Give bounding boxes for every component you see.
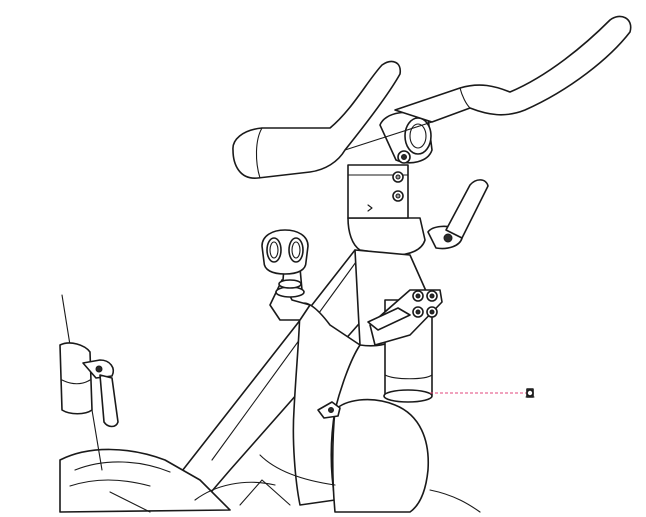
handlebar xyxy=(232,15,632,179)
handlebar-stem xyxy=(347,164,409,219)
bolt xyxy=(525,388,535,398)
seat-adjustment-lever xyxy=(82,359,119,428)
frame-rear-body xyxy=(259,302,430,513)
handlebar-clamp xyxy=(379,111,433,164)
tension-knob xyxy=(261,229,311,321)
cable-clip xyxy=(317,401,341,419)
frame-bottom-lines xyxy=(194,479,481,513)
seat-post xyxy=(59,294,103,471)
handlebar-adjustment-lever xyxy=(427,179,489,250)
flywheel-cover xyxy=(59,448,231,513)
bracket-plate xyxy=(367,289,443,346)
exploded-bolt-group xyxy=(430,388,535,398)
